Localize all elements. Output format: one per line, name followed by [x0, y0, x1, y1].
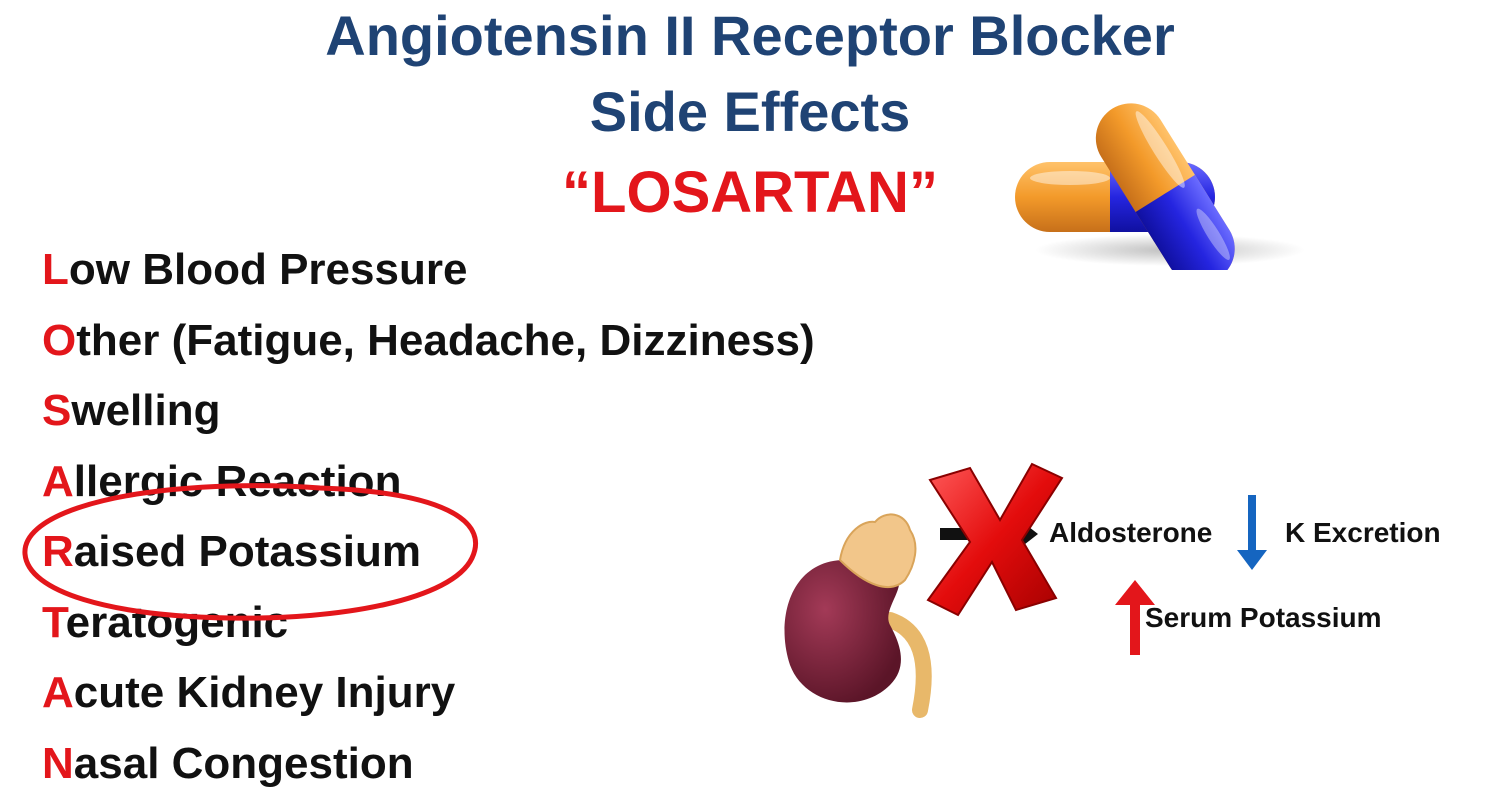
mnemonic-letter: L [42, 245, 69, 294]
list-item: Nasal Congestion [42, 738, 815, 808]
list-item-text: ther (Fatigue, Headache, Dizziness) [76, 316, 814, 365]
list-item: Other (Fatigue, Headache, Dizziness) [42, 315, 815, 386]
list-item: Acute Kidney Injury [42, 667, 815, 738]
title-line-1: Angiotensin II Receptor Blocker [0, 8, 1500, 64]
mnemonic-letter: A [42, 668, 74, 717]
list-item-text: welling [71, 386, 220, 435]
list-item-text: cute Kidney Injury [74, 668, 455, 717]
mnemonic-letter: N [42, 739, 74, 788]
list-item-text: ow Blood Pressure [69, 245, 468, 294]
list-item: Swelling [42, 385, 815, 456]
mnemonic-letter: S [42, 386, 71, 435]
mnemonic-letter: O [42, 316, 76, 365]
aldosterone-label: Aldosterone [1049, 517, 1212, 549]
serum-potassium-label: Serum Potassium [1145, 602, 1382, 634]
capsule-icon [1010, 100, 1310, 270]
kidney-adrenal-icon [785, 514, 924, 710]
arrow-down-icon [1237, 495, 1267, 570]
list-item-text: asal Congestion [74, 739, 414, 788]
highlight-circle [20, 480, 490, 630]
aldosterone-diagram [770, 450, 1490, 730]
list-item: Low Blood Pressure [42, 244, 815, 315]
k-excretion-label: K Excretion [1285, 517, 1441, 549]
